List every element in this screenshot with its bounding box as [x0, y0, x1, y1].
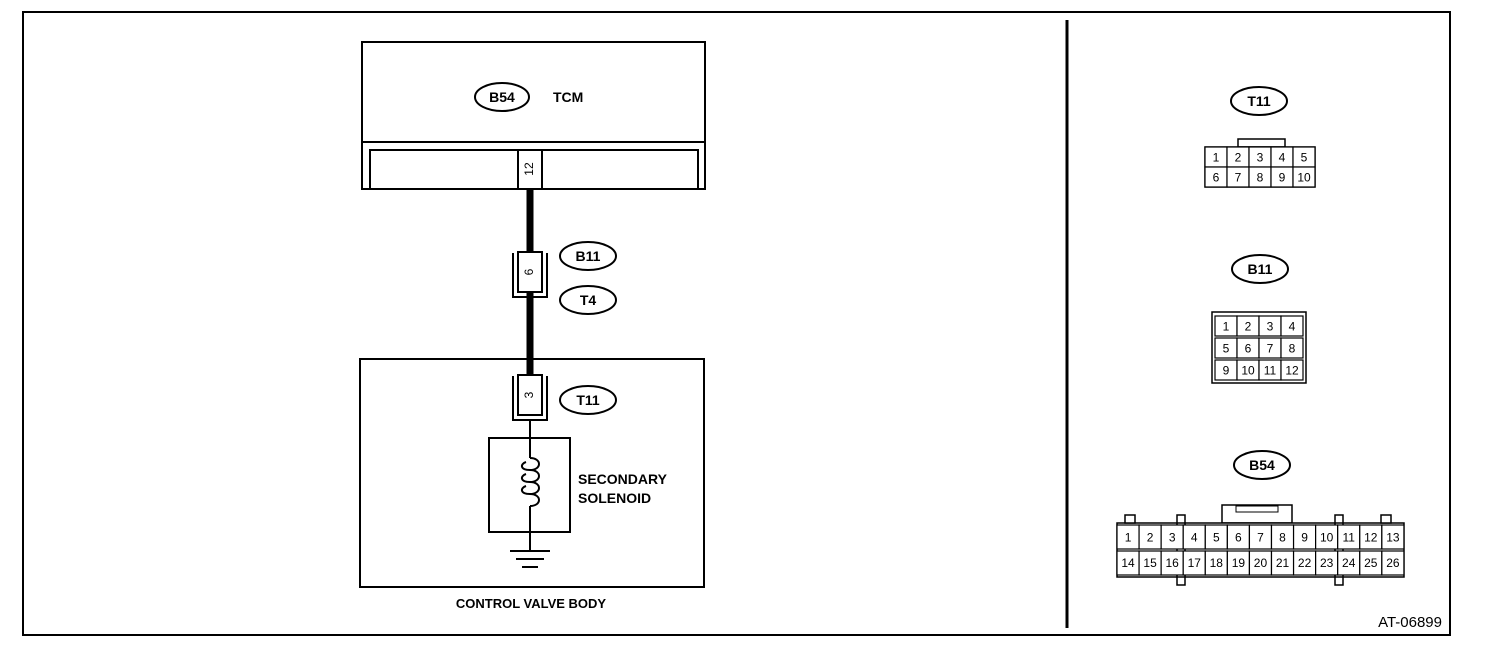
pin-number: 17	[1188, 556, 1202, 570]
pin-number: 10	[1241, 363, 1255, 377]
pin-number: 24	[1342, 556, 1356, 570]
pin-number: 1	[1223, 320, 1230, 334]
t11-connector-oval	[559, 385, 617, 415]
pin-number: 6	[1235, 530, 1242, 544]
pin-number: 7	[1235, 171, 1242, 185]
pin-number: 11	[1264, 363, 1277, 377]
pin-number: 14	[1121, 556, 1135, 570]
joint-lower-id: T4	[580, 292, 597, 308]
figure-code: AT-06899	[1378, 614, 1442, 631]
valve-pin-label: 3	[522, 391, 536, 398]
b11-view-title: B11	[1248, 261, 1273, 277]
pin-number: 8	[1289, 342, 1296, 356]
joint-pin-label: 6	[522, 268, 536, 275]
pin-number: 11	[1343, 530, 1356, 544]
pin-number: 4	[1191, 530, 1198, 544]
pin-number: 15	[1143, 556, 1157, 570]
t11-view-title: T11	[1247, 93, 1271, 109]
pin-number: 1	[1213, 151, 1220, 165]
pin-number: 6	[1213, 171, 1220, 185]
pin-number: 13	[1386, 530, 1400, 544]
pin-number: 12	[1364, 530, 1378, 544]
pin-cell	[1280, 337, 1304, 359]
b54-view-title: B54	[1249, 457, 1275, 473]
pin-number: 2	[1147, 530, 1154, 544]
pin-number: 12	[1285, 363, 1299, 377]
pin-number: 19	[1232, 556, 1246, 570]
solenoid-label-line1: SECONDARY	[578, 471, 668, 487]
pin-number: 21	[1276, 556, 1290, 570]
pin-number: 4	[1279, 151, 1286, 165]
b11-connector-oval	[559, 241, 617, 271]
solenoid-label-line2: SOLENOID	[578, 490, 651, 506]
t11-connector-view: T11 1 2 3 4 5 6 7 8 9 10	[1204, 86, 1316, 188]
pin-number: 23	[1320, 556, 1334, 570]
pin-cell	[1280, 359, 1304, 381]
figure-frame	[22, 11, 1451, 636]
pin-cell	[1381, 550, 1405, 576]
pin-number: 8	[1257, 171, 1264, 185]
pin-number: 9	[1279, 171, 1286, 185]
control-valve-body-label: CONTROL VALVE BODY	[456, 596, 607, 611]
pin-number: 1	[1125, 530, 1132, 544]
pin-number: 9	[1223, 363, 1230, 377]
pin-number: 3	[1257, 151, 1264, 165]
pin-number: 16	[1165, 556, 1179, 570]
tcm-pin-label: 12	[522, 162, 536, 176]
pin-number: 20	[1254, 556, 1268, 570]
pin-number: 8	[1279, 530, 1286, 544]
pin-number: 5	[1213, 530, 1220, 544]
ground-icon	[510, 532, 550, 568]
pin-number: 2	[1235, 151, 1242, 165]
pin-cell	[1381, 524, 1405, 550]
pin-number: 26	[1386, 556, 1400, 570]
valve-connector-id: T11	[576, 392, 600, 408]
tcm-label: TCM	[553, 89, 583, 105]
pin-number: 5	[1223, 342, 1230, 356]
joint-upper-id: B11	[576, 248, 601, 264]
pin-number: 4	[1289, 320, 1296, 334]
pin-number: 2	[1245, 320, 1252, 334]
tcm-connector-id: B54	[489, 89, 515, 105]
pin-number: 18	[1210, 556, 1224, 570]
pin-number: 10	[1297, 171, 1311, 185]
b54-connector-oval	[474, 82, 530, 112]
pin-number: 10	[1320, 530, 1334, 544]
pin-cell	[1280, 315, 1304, 337]
pin-number: 9	[1301, 530, 1308, 544]
pin-number: 3	[1267, 320, 1274, 334]
pin-cell	[1292, 166, 1316, 188]
pin-number: 5	[1301, 151, 1308, 165]
tcm-module: 12 B54 TCM	[361, 41, 706, 190]
joint-connector: 6 B11 T4	[512, 241, 617, 315]
pin-number: 7	[1257, 530, 1264, 544]
control-valve-body: 3 T11 SECONDARY SOLENOID	[359, 358, 705, 588]
solenoid-coil-icon	[520, 438, 540, 532]
pin-number: 22	[1298, 556, 1312, 570]
pin-number: 6	[1245, 342, 1252, 356]
t4-connector-oval	[559, 285, 617, 315]
pin-number: 3	[1169, 530, 1176, 544]
pin-number: 25	[1364, 556, 1378, 570]
pin-number: 7	[1267, 342, 1274, 356]
